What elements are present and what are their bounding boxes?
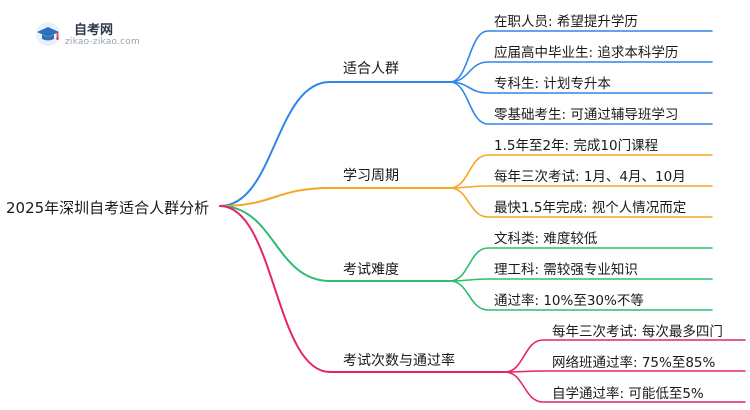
leaf-connector bbox=[449, 185, 713, 189]
leaf-connector bbox=[449, 187, 713, 218]
leaf-connector bbox=[504, 339, 746, 373]
leaf-label: 在职人员: 希望提升学历 bbox=[494, 14, 638, 30]
logo-title: 自考网 bbox=[74, 23, 114, 38]
leaf-label: 文科类: 难度较低 bbox=[494, 231, 598, 247]
branch-connector bbox=[219, 81, 451, 207]
root-topic: 2025年深圳自考适合人群分析 bbox=[6, 199, 210, 217]
branch-connector bbox=[219, 187, 451, 207]
leaf-label: 1.5年至2年: 完成10门课程 bbox=[494, 138, 659, 154]
branch-label: 考试难度 bbox=[343, 262, 399, 278]
leaf-label: 理工科: 需较强专业知识 bbox=[494, 262, 638, 278]
branch-connector bbox=[219, 205, 451, 282]
leaf-label: 每年三次考试: 1月、4月、10月 bbox=[494, 169, 686, 185]
branch-label: 考试次数与通过率 bbox=[343, 353, 455, 369]
branch-connector bbox=[219, 205, 506, 373]
branch-label: 适合人群 bbox=[343, 61, 399, 77]
leaf-label: 应届高中毕业生: 追求本科学历 bbox=[494, 45, 679, 61]
leaf-connector bbox=[449, 154, 713, 189]
leaf-connector bbox=[449, 247, 713, 282]
leaf-label: 零基础考生: 可通过辅导班学习 bbox=[494, 107, 679, 123]
leaf-connector bbox=[449, 278, 713, 282]
leaf-label: 网络班通过率: 75%至85% bbox=[552, 355, 716, 371]
leaf-label: 最快1.5年完成: 视个人情况而定 bbox=[494, 200, 687, 216]
leaf-connector bbox=[504, 370, 746, 373]
logo: 自考网 zikao-zikao.com bbox=[34, 18, 174, 52]
leaf-label: 通过率: 10%至30%不等 bbox=[494, 293, 644, 309]
leaf-label: 专科生: 计划专升本 bbox=[494, 76, 611, 92]
leaf-label: 自学通过率: 可能低至5% bbox=[552, 386, 704, 402]
leaf-connector bbox=[449, 280, 713, 311]
logo-url: zikao-zikao.com bbox=[65, 37, 140, 47]
graduation-cap-icon bbox=[36, 22, 60, 46]
branch-label: 学习周期 bbox=[343, 168, 399, 184]
leaf-connector bbox=[449, 61, 713, 83]
leaf-connector bbox=[504, 371, 746, 403]
leaf-label: 每年三次考试: 每次最多四门 bbox=[552, 324, 723, 340]
leaf-connector bbox=[449, 30, 713, 83]
leaf-connector bbox=[449, 81, 713, 125]
